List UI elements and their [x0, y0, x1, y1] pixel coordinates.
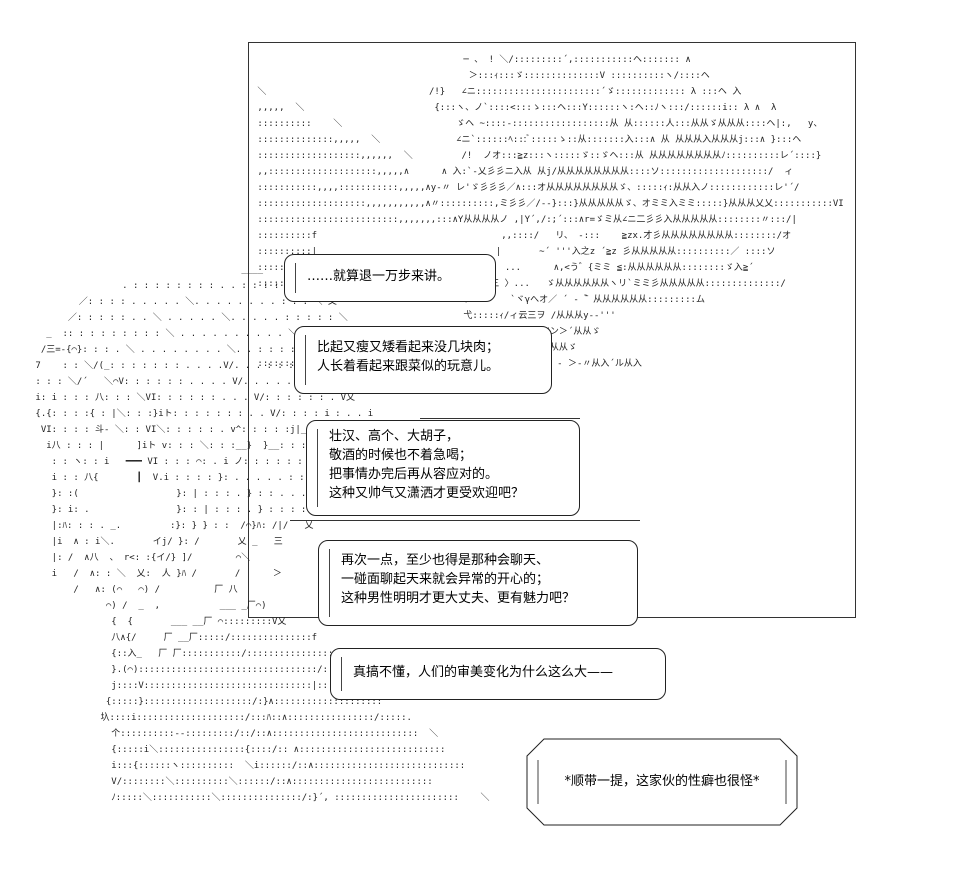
- speech-bubble-1: ……就算退一万步来讲。: [284, 254, 496, 302]
- art-rule: [420, 418, 580, 419]
- bubble-bar: [341, 657, 342, 691]
- bubble-bar: [305, 335, 306, 385]
- ascii-art-crowd: ─ 、 ! ＼/:::::::::´,:::::::::::ヘ::::::: ∧…: [257, 55, 844, 369]
- bubble-text: 把事情办完后再从容应对的。: [329, 467, 499, 482]
- footnote-text: *顺带一提，这家伙的性癖也很怪*: [564, 774, 760, 789]
- speech-bubble-2: 比起又瘦又矮看起来没几块肉； 人长着看起来跟菜似的玩意儿。: [294, 326, 552, 394]
- speech-bubble-5: 真搞不懂，人们的审美变化为什么这么大——: [330, 648, 666, 700]
- bubble-text: 这种男性明明才更大丈夫、更有魅力吧？: [341, 591, 576, 606]
- speech-bubble-3: 壮汉、高个、大胡子， 敬酒的时候也不着急喝； 把事情办完后再从容应对的。 这种又…: [306, 420, 580, 516]
- bubble-text: 真搞不懂，人们的审美变化为什么这么大——: [353, 665, 614, 680]
- bubble-text: 比起又瘦又矮看起来没几块肉；: [317, 340, 500, 355]
- bubble-text: 壮汉、高个、大胡子，: [329, 429, 460, 444]
- speech-bubble-4: 再次一点，至少也得是那种会聊天、 一碰面聊起天来就会异常的开心的； 这种男性明明…: [318, 540, 638, 626]
- footnote-frame: [526, 738, 798, 826]
- bubble-text: 再次一点，至少也得是那种会聊天、: [341, 553, 550, 568]
- bubble-text: 这种又帅气又潇洒才更受欢迎吧？: [329, 486, 525, 501]
- bubble-text: 人长着看起来跟菜似的玩意儿。: [317, 359, 500, 374]
- bubble-text: 敬酒的时候也不着急喝；: [329, 448, 473, 463]
- art-rule: [290, 520, 640, 521]
- footnote-box: *顺带一提，这家伙的性癖也很怪*: [526, 738, 798, 826]
- bubble-bar: [317, 429, 318, 507]
- bubble-bar: [329, 549, 330, 617]
- bubble-bar: [295, 263, 296, 293]
- bubble-text: 一碰面聊起天来就会异常的开心的；: [341, 572, 550, 587]
- bubble-text: ……就算退一万步来讲。: [307, 269, 451, 284]
